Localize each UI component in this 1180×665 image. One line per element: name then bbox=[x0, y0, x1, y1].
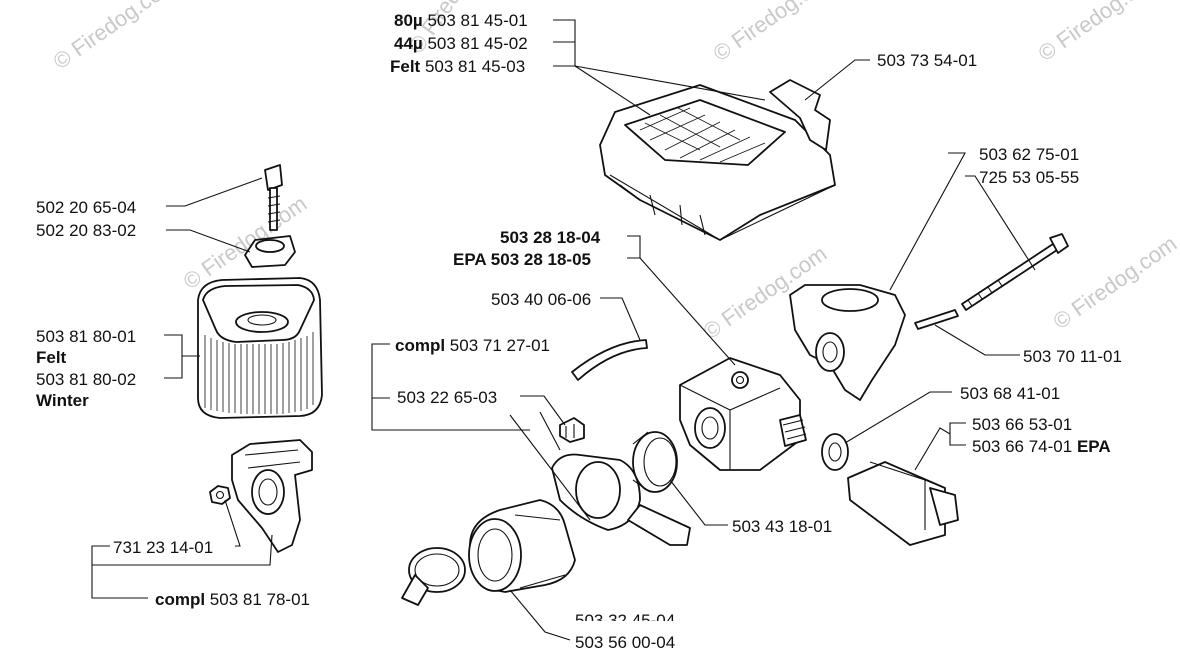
manifold-drawing bbox=[789, 284, 906, 401]
label-plate-epa: 503 66 74-01 EPA bbox=[972, 437, 1111, 456]
watermark: © Firedog.com bbox=[709, 0, 842, 66]
label-airfilter-winter: Winter bbox=[36, 391, 89, 410]
intake-flange-drawing bbox=[551, 453, 691, 546]
filter-cover-drawing bbox=[599, 79, 836, 241]
air-filter-drawing bbox=[197, 277, 323, 419]
label-plate: 503 66 53-01 bbox=[972, 415, 1072, 434]
label-airfilter: 503 81 80-01 bbox=[36, 327, 136, 346]
grommet-drawing bbox=[821, 433, 849, 471]
fuel-hose-drawing bbox=[571, 339, 648, 381]
label-filter-44u: 44µ 503 81 45-02 bbox=[394, 34, 528, 53]
label-pin: 503 70 11-01 bbox=[1023, 347, 1122, 366]
label-cutoff: 503 32 45-04 bbox=[575, 611, 675, 630]
pin-drawing bbox=[914, 309, 959, 330]
watermark: © Firedog.com bbox=[1034, 0, 1167, 66]
label-filter-80u: 80µ 503 81 45-01 bbox=[394, 11, 528, 30]
label-manifold: 503 62 75-01 bbox=[979, 145, 1079, 164]
label-airfilter-winter-num: 503 81 80-02 bbox=[36, 370, 136, 389]
plate-drawing bbox=[847, 461, 959, 546]
label-long-bolt: 725 53 05-55 bbox=[979, 168, 1079, 187]
knob-nut-drawing bbox=[244, 235, 296, 268]
watermark: © Firedog.com bbox=[49, 0, 182, 74]
filter-bracket-drawing bbox=[231, 439, 313, 553]
label-knob-nut: 502 20 83-02 bbox=[36, 221, 136, 240]
intake-boot-drawing bbox=[468, 499, 576, 593]
long-bolt-drawing bbox=[961, 233, 1069, 311]
ring-drawing bbox=[632, 431, 678, 493]
knob-screw-drawing bbox=[264, 164, 283, 231]
hose-clamp-drawing bbox=[401, 547, 466, 606]
label-fuel-hose: 503 40 06-06 bbox=[491, 290, 591, 309]
small-nut-drawing bbox=[209, 485, 231, 505]
label-grommet: 503 68 41-01 bbox=[960, 384, 1060, 403]
clip-drawing bbox=[559, 417, 585, 443]
label-carb-epa: EPA 503 28 18-05 bbox=[453, 250, 591, 269]
label-nut: 731 23 14-01 bbox=[113, 538, 213, 557]
label-ring: 503 43 18-01 bbox=[732, 517, 832, 536]
label-airfilter-felt: Felt bbox=[36, 348, 67, 367]
label-compl-intake: compl 503 71 27-01 bbox=[395, 336, 550, 355]
label-boot: 503 56 00-04 bbox=[575, 633, 675, 652]
part-labels: 80µ 503 81 45-01 44µ 503 81 45-02 Felt 5… bbox=[36, 11, 1122, 652]
leader-lines bbox=[91, 19, 1036, 641]
label-carb: 503 28 18-04 bbox=[500, 228, 601, 247]
label-intake-part: 503 22 65-03 bbox=[397, 388, 497, 407]
label-compl-bracket: compl 503 81 78-01 bbox=[155, 590, 310, 609]
label-filter-felt: Felt 503 81 45-03 bbox=[390, 57, 525, 76]
label-cover: 503 73 54-01 bbox=[877, 51, 977, 70]
carburetor-drawing bbox=[679, 357, 807, 471]
label-knob-screw: 502 20 65-04 bbox=[36, 198, 136, 217]
